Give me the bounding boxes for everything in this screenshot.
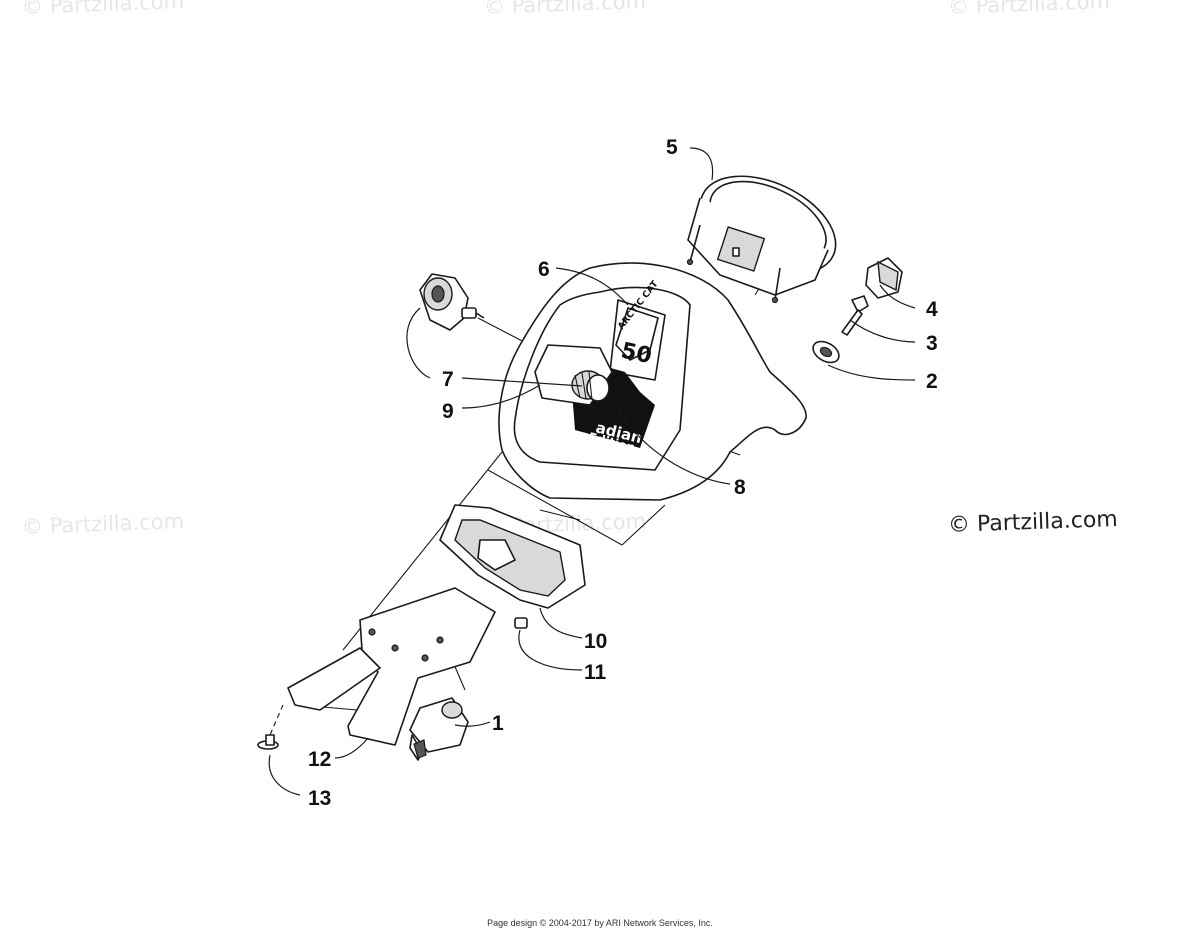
callout-10: 10	[584, 630, 607, 653]
callout-1: 1	[492, 712, 504, 735]
leader-lines	[268, 147, 916, 796]
callout-12: 12	[308, 748, 331, 771]
callout-4: 4	[926, 298, 938, 321]
part-3-key[interactable]	[841, 295, 869, 336]
decal-number: 50	[619, 338, 654, 369]
part-7-knob[interactable]	[571, 370, 610, 402]
callout-6: 6	[538, 258, 550, 281]
part-10-trim[interactable]	[439, 504, 586, 609]
callout-8: 8	[734, 476, 746, 499]
part-5-gauge[interactable]	[685, 157, 851, 304]
power-socket[interactable]	[419, 273, 485, 331]
part-2-bezel[interactable]	[809, 337, 842, 367]
part-13-screw[interactable]	[257, 734, 279, 750]
callout-2: 2	[926, 370, 938, 393]
part-11-clip[interactable]	[514, 617, 528, 629]
callout-11: 11	[584, 661, 607, 684]
part-12-bracket[interactable]	[287, 587, 496, 746]
callout-7: 7	[442, 368, 454, 391]
part-1-switch[interactable]	[409, 697, 469, 761]
footer-copyright: Page design © 2004-2017 by ARI Network S…	[487, 918, 713, 928]
callout-9: 9	[442, 400, 454, 423]
callouts: 5 6 4 3 2 7 9 8 10 11 1 12 13	[308, 136, 938, 810]
callout-13: 13	[308, 787, 331, 810]
callout-3: 3	[926, 332, 938, 355]
callout-5: 5	[666, 136, 678, 159]
part-4-key-cap[interactable]	[865, 257, 903, 299]
